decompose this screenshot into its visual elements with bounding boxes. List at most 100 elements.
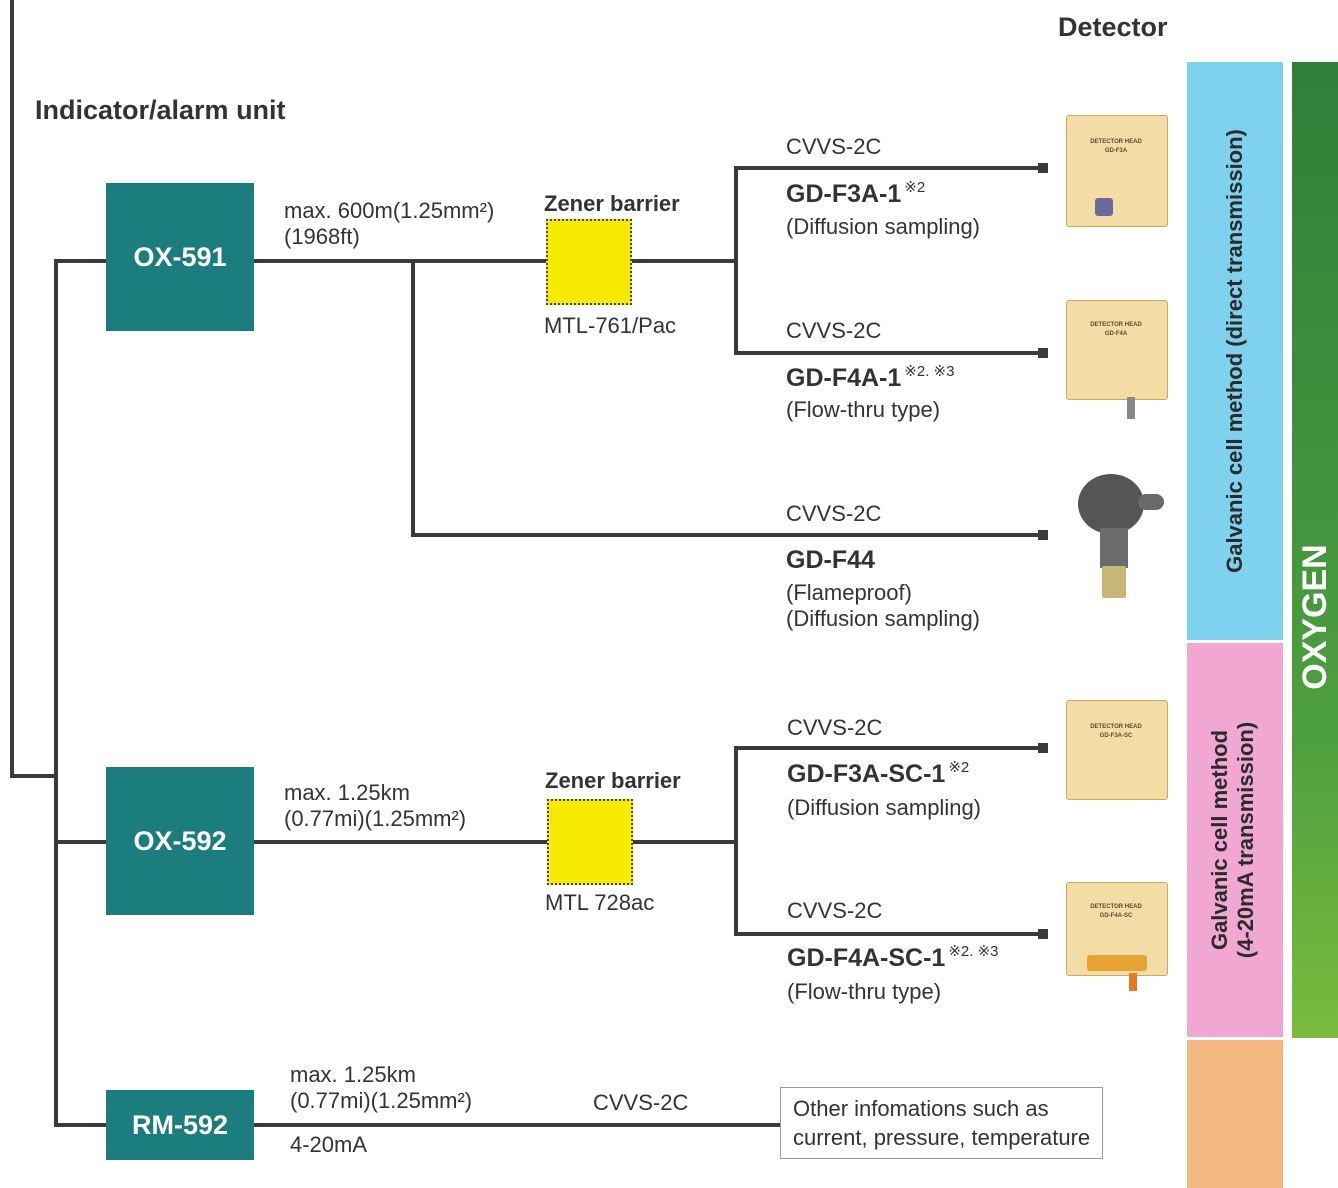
gd-f3a-desc: (Diffusion sampling) [786,214,981,239]
gd-f3a-sc-notes: ※2 [948,759,970,776]
other-info-line2: current, pressure, temperature [793,1125,1091,1150]
gd-f4a-sc-notes: ※2. ※3 [948,943,999,960]
barrier2-out-line [632,840,738,844]
bus-to-ox591 [54,259,106,263]
gd-f4a-sc-plate-line1: DETECTOR HEAD [1090,904,1142,910]
gd-f44-head-icon [1078,474,1144,534]
zener-barrier-2 [547,799,633,885]
gd-f44-image [1072,470,1166,602]
band-direct-label: Galvanic cell method (direct transmissio… [1222,129,1247,573]
band-other [1187,1040,1283,1188]
gd-f4a-sc-plate: DETECTOR HEAD GD-F4A-SC [1079,903,1153,933]
gd-f4a-terminal [1038,348,1048,358]
unit-ox592-label: OX-592 [133,825,227,856]
gd-f44-body-icon [1100,528,1128,568]
indicator-heading: Indicator/alarm unit [35,95,286,125]
unit-rm592: RM-592 [106,1090,254,1160]
gd-f3a-image: DETECTOR HEAD GD-F3A [1066,115,1168,227]
band-analog-label-line1: Galvanic cell method [1207,729,1232,951]
rm592-cable-type: CVVS-2C [593,1090,689,1115]
gd-f4a-desc: (Flow-thru type) [786,397,941,422]
ox591-cable-line2: (1968ft) [284,224,360,249]
ox592-cable-spec: max. 1.25km (0.77mi)(1.25mm²) [284,780,466,832]
gd-f3a-sc-cable: CVVS-2C [787,715,883,740]
ox592-cable-line2: (0.77mi)(1.25mm²) [284,806,467,831]
unit-ox592: OX-592 [106,767,254,915]
gd-f44-ear-icon [1138,494,1164,510]
gd-f3a-sensor-icon [1095,198,1113,216]
gd-f44-model-name: GD-F44 [786,546,875,574]
other-info-line1: Other infomations such as [793,1096,1049,1121]
gd-f4a-sc-plate-line2: GD-F4A-SC [1099,913,1133,919]
gd-f3a-plate: DETECTOR HEAD GD-F3A [1081,138,1151,168]
gd-f4a-sc-terminal [1038,929,1048,939]
barrier1-out-line [632,259,738,263]
rm592-cable-spec: max. 1.25km (0.77mi)(1.25mm²) [290,1062,472,1114]
gd-f3a-cable: CVVS-2C [786,134,882,159]
gd-f3a-model: GD-F3A-1※2 [786,179,926,209]
gd-f4a-sc-model: GD-F4A-SC-1※2. ※3 [787,943,999,973]
barrier1-model: MTL-761/Pac [544,313,677,338]
gd-f4a-model-name: GD-F4A-1 [786,364,902,392]
gd-f4a-sc-image: DETECTOR HEAD GD-F4A-SC [1066,882,1168,991]
gd-f4a-line [734,351,1047,355]
gd-f3a-sc-model: GD-F3A-SC-1※2 [787,759,970,789]
gd-f44-terminal [1038,530,1048,540]
gd-f44-fitting-icon [1102,566,1126,598]
unit-bus-line [54,259,58,1127]
band-direct-transmission: Galvanic cell method (direct transmissio… [1187,62,1283,640]
ox591-down-branch [411,259,415,537]
detector-heading: Detector [1058,12,1168,42]
other-info-box: Other infomations such as current, press… [780,1087,1104,1159]
barrier2-title: Zener barrier [545,768,681,793]
gd-f44-desc1: (Flameproof) [786,580,912,605]
ox592-cable-line1: max. 1.25km [284,780,410,805]
gd-f3a-sc-image: DETECTOR HEAD GD-F3A-SC [1066,700,1168,800]
gd-f4a-plate: DETECTOR HEAD GD-F4A [1081,321,1151,351]
gd-f44-desc2: (Diffusion sampling) [786,606,981,631]
gd-f4a-sc-model-name: GD-F4A-SC-1 [787,944,946,972]
bus-to-ox592 [54,840,106,844]
band-analog-label: Galvanic cell method (4-20mA transmissio… [1207,643,1263,1037]
gd-f4a-sc-desc: (Flow-thru type) [787,979,942,1004]
gd-f3a-sc-model-name: GD-F3A-SC-1 [787,760,946,788]
gd-f3a-sc-plate-line2: GD-F3A-SC [1099,733,1133,739]
ox592-cable-line [254,840,547,844]
gd-f3a-sc-terminal [1038,743,1048,753]
gd-f4a-sc-cable: CVVS-2C [787,898,883,923]
band-analog-label-line2: (4-20mA transmission) [1233,721,1258,959]
rm592-cable-line2: (0.77mi)(1.25mm²) [290,1088,473,1113]
gd-f4a-pipe-icon [1127,397,1135,419]
zener-barrier-1 [546,219,632,305]
gd-f4a-model: GD-F4A-1※2. ※3 [786,363,955,393]
gd-f44-cable: CVVS-2C [786,501,882,526]
unit-ox591: OX-591 [106,183,254,331]
gd-f3a-plate-line2: GD-F3A [1104,148,1128,154]
band-gas-label: OXYGEN [1296,544,1334,690]
gd-f44-line [411,533,1047,537]
gd-f4a-notes: ※2. ※3 [904,363,955,380]
rm592-cable-line [254,1123,780,1127]
gd-f3a-notes: ※2 [904,179,926,196]
bus-to-rm592 [54,1123,106,1127]
gd-f3a-plate-line1: DETECTOR HEAD [1090,139,1142,145]
gd-f44-model: GD-F44 [786,546,875,575]
gd-f4a-cable: CVVS-2C [786,318,882,343]
gd-f3a-sc-desc: (Diffusion sampling) [787,795,982,820]
gd-f3a-sc-plate: DETECTOR HEAD GD-F3A-SC [1079,723,1153,753]
gd-f3a-sc-line [734,746,1047,750]
gd-f4a-sc-pipe-icon [1129,973,1137,991]
outer-trunk-line [10,0,14,778]
rm592-signal: 4-20mA [290,1132,368,1157]
band-gas-oxygen: OXYGEN [1292,62,1338,1038]
gd-f3a-line [734,166,1047,170]
ox591-cable-spec: max. 600m(1.25mm²) (1968ft) [284,198,494,250]
barrier2-vertical [734,746,738,936]
unit-ox591-label: OX-591 [133,241,227,272]
rm592-cable-line1: max. 1.25km [290,1062,416,1087]
gd-f4a-image: DETECTOR HEAD GD-F4A [1066,300,1168,419]
band-analog-transmission: Galvanic cell method (4-20mA transmissio… [1187,643,1283,1037]
barrier1-vertical [734,166,738,355]
ox591-cable-line1: max. 600m(1.25mm²) [284,198,495,223]
gd-f3a-sc-plate-line1: DETECTOR HEAD [1090,724,1142,730]
